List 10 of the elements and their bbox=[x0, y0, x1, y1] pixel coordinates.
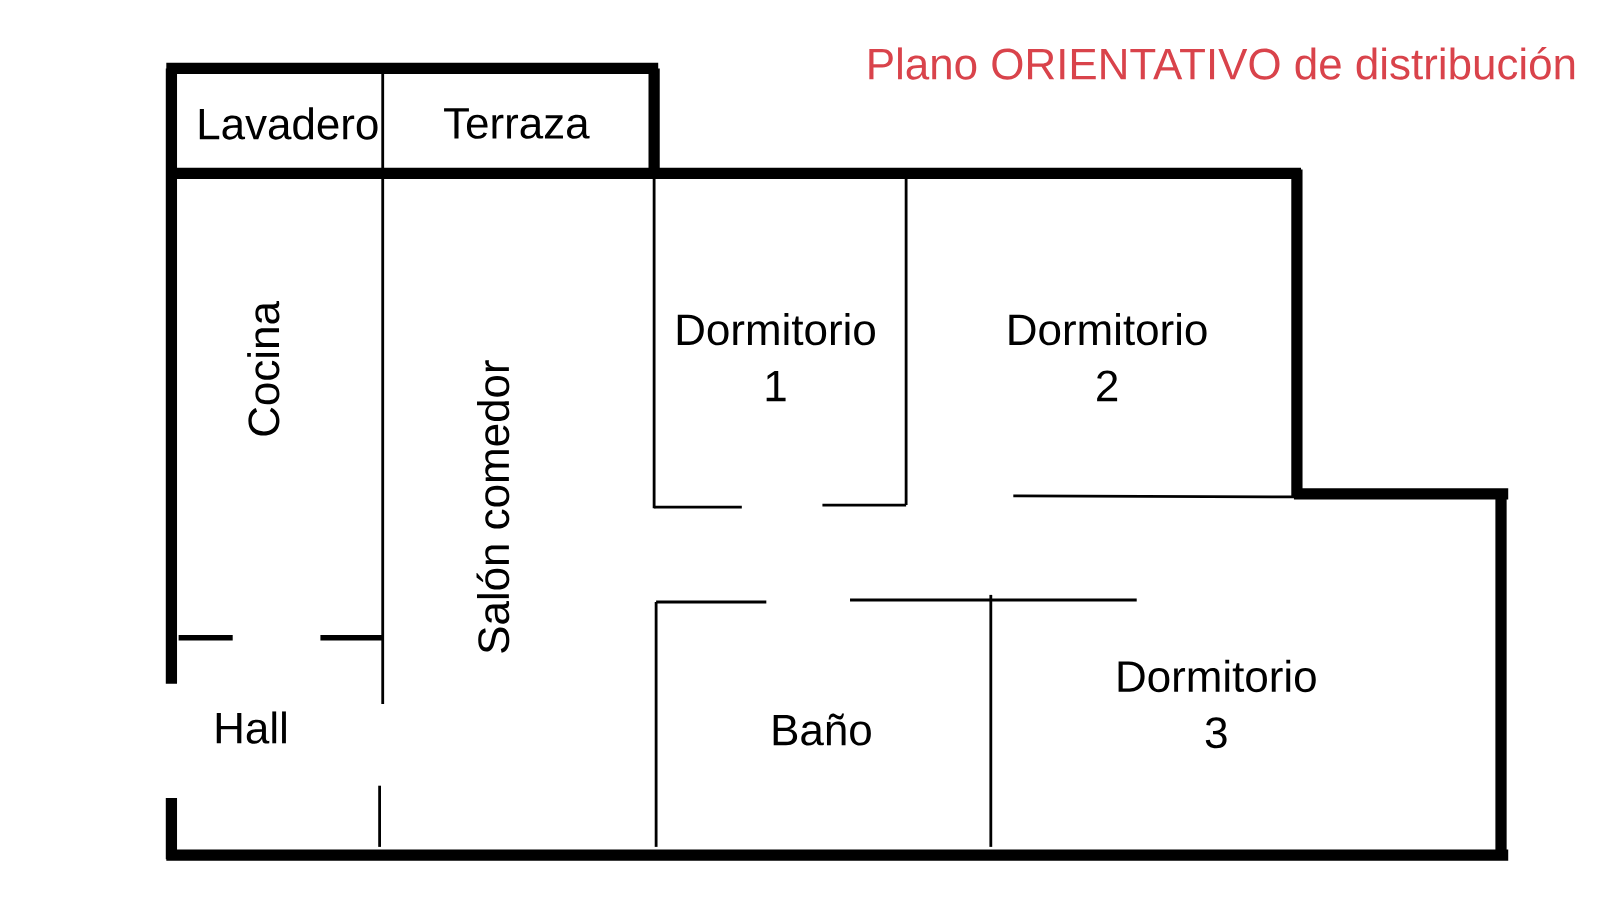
room-label: Dormitorio 1 bbox=[677, 313, 875, 402]
room-label: Lavadero bbox=[199, 107, 378, 140]
room-label: Dormitorio 2 bbox=[1009, 313, 1207, 402]
room-label: Salón comedor bbox=[476, 360, 510, 653]
room-label: Hall bbox=[216, 711, 286, 744]
room-label: Baño bbox=[773, 713, 871, 746]
room-label: Terraza bbox=[444, 108, 590, 139]
plan-title: Plano ORIENTATIVO de distribución bbox=[869, 46, 1575, 80]
room-label: Dormitorio 3 bbox=[1118, 659, 1316, 749]
room-label: Cocina bbox=[247, 301, 280, 436]
